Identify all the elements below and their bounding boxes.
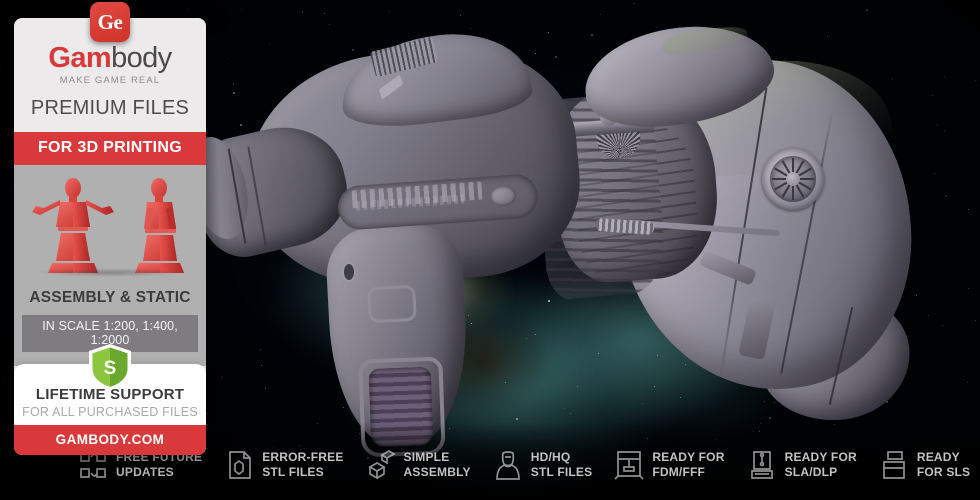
static-figure-icon xyxy=(135,178,184,273)
assembly-parts-icon xyxy=(366,449,396,481)
promo-card: Ge Gambody MAKE GAME REAL PREMIUM FILES … xyxy=(14,2,206,455)
gambody-ge-badge: Ge xyxy=(90,2,130,42)
assembly-static-label: ASSEMBLY & STATIC xyxy=(14,283,206,315)
sla-printer-icon xyxy=(747,449,777,481)
stl-file-icon xyxy=(224,449,254,481)
support-subtitle: FOR ALL PURCHASED FILES xyxy=(22,405,198,419)
ship-porthole-hub xyxy=(786,172,800,186)
figure-row xyxy=(14,175,206,279)
sls-printer-icon xyxy=(879,449,909,481)
assembly-figure-icon xyxy=(32,178,114,273)
feature-label-line2: FOR SLS xyxy=(916,465,971,479)
brand-wordmark: Gambody xyxy=(14,44,206,73)
bust-model-icon xyxy=(493,449,523,481)
feature-label-line2: STL FILES xyxy=(262,465,324,479)
brand-block: Gambody MAKE GAME REAL xyxy=(14,18,206,87)
feature-label-line1: READY FOR xyxy=(652,450,725,464)
feature-label-line1: READY xyxy=(916,450,960,464)
svg-text:S: S xyxy=(104,358,117,379)
figure-illustration-panel xyxy=(14,165,206,283)
brand-tagline: MAKE GAME REAL xyxy=(59,75,161,86)
shield-icon: S xyxy=(89,344,131,390)
feature-label-line1: HD/HQ xyxy=(530,450,571,464)
ship-ventral-hatch xyxy=(367,284,417,324)
promo-card-top: Gambody MAKE GAME REAL PREMIUM FILES FOR… xyxy=(14,18,206,366)
premium-files-label: PREMIUM FILES xyxy=(30,97,190,119)
feature-label-line1: SIMPLE xyxy=(403,450,450,464)
feature-label-line2: STL FILES xyxy=(530,465,593,479)
feature-label-line2: ASSEMBLY xyxy=(403,465,471,479)
ge-badge-text: Ge xyxy=(97,9,123,34)
gambody-domain-bar[interactable]: GAMBODY.COM xyxy=(14,425,206,455)
ship-small-port xyxy=(344,264,354,280)
feature-label-line2: SLA/DLP xyxy=(784,465,838,479)
fdm-printer-icon xyxy=(614,449,644,481)
lifetime-support-block: S LIFETIME SUPPORT FOR ALL PURCHASED FIL… xyxy=(14,344,206,431)
for-3d-printing-banner: FOR 3D PRINTING xyxy=(14,132,206,165)
feature-label-line1: READY FOR xyxy=(784,450,857,464)
brand-name-part1: Gam xyxy=(48,42,112,74)
feature-label-line2: UPDATES xyxy=(116,465,174,479)
brand-name-part2: body xyxy=(111,42,172,74)
feature-label-line1: ERROR-FREE xyxy=(262,450,344,464)
figure-shadow xyxy=(35,268,185,277)
support-title: LIFETIME SUPPORT xyxy=(35,386,185,403)
feature-label-line2: FDM/FFF xyxy=(652,465,706,479)
